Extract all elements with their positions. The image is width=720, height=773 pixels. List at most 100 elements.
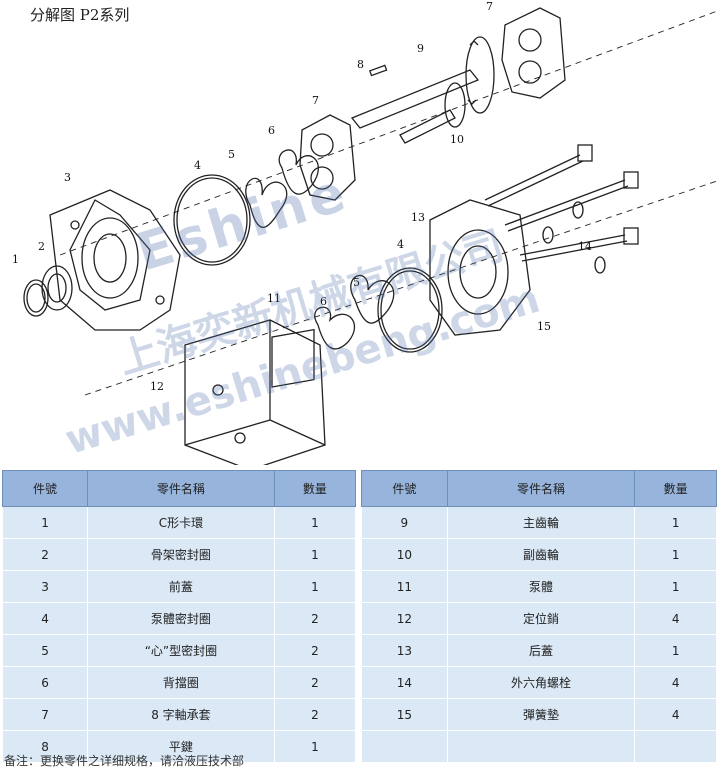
cell-part-name: 彈簧墊 [446, 698, 636, 731]
callout-6a: 6 [268, 124, 275, 137]
header-part-no: 件號 [1, 470, 89, 507]
cell-part-name: 骨架密封圈 [87, 538, 275, 571]
cell-qty [634, 730, 717, 763]
cell-part-name: 8 字軸承套 [87, 698, 275, 731]
axis-line-upper [59, 9, 720, 256]
callout-11: 11 [267, 292, 281, 305]
spring-washer-part [542, 201, 606, 274]
cell-part-name: 泵體密封圈 [87, 602, 275, 635]
cell-part-name: 主齒輪 [446, 506, 636, 539]
table-row [361, 730, 717, 763]
header-part-name: 零件名稱 [446, 470, 636, 507]
callout-4b: 4 [397, 238, 404, 251]
callout-10: 10 [450, 133, 464, 146]
cell-qty: 1 [634, 506, 717, 539]
backup-ring-part [278, 149, 319, 195]
cell-part-no: 10 [361, 538, 448, 571]
header-qty: 數量 [273, 470, 357, 507]
callout-7b: 7 [486, 0, 493, 13]
cell-qty: 2 [273, 602, 357, 635]
cell-qty: 1 [634, 538, 717, 571]
driven-gear-part [399, 82, 466, 144]
main-gear-part [350, 36, 495, 129]
axis-line-lower [84, 179, 720, 396]
cell-part-name: C形卡環 [87, 506, 275, 539]
front-cover-part [49, 189, 181, 331]
footnote: 备注：更换零件之详细规格，请洽液压技术部 [4, 754, 245, 768]
cell-qty: 1 [273, 570, 357, 603]
bearing-block-part-2 [501, 7, 566, 99]
cell-part-no: 4 [1, 602, 89, 635]
cell-part-no [361, 730, 448, 763]
cell-qty: 1 [634, 570, 717, 603]
cell-part-name [446, 730, 636, 763]
cell-part-no: 5 [1, 634, 89, 667]
pump-body-part [184, 319, 326, 465]
cell-qty: 2 [273, 634, 357, 667]
callout-13: 13 [411, 211, 425, 224]
cell-part-name: 泵體 [446, 570, 636, 603]
heart-seal-part [245, 177, 288, 228]
header-qty: 數量 [634, 470, 717, 507]
cell-part-name: “心”型密封圈 [87, 634, 275, 667]
exploded-view-diagram: 1 2 3 4 5 6 7 7 8 9 10 11 6 5 4 12 13 14… [12, 0, 720, 465]
callout-5b: 5 [353, 276, 360, 289]
cell-part-no: 1 [1, 506, 89, 539]
cell-part-no: 8 [1, 730, 89, 763]
callout-4a: 4 [194, 159, 201, 172]
cell-part-no: 11 [361, 570, 448, 603]
cell-part-no: 7 [1, 698, 89, 731]
cell-qty: 1 [634, 634, 717, 667]
cell-part-name: 外六角螺栓 [446, 666, 636, 699]
header-part-name: 零件名稱 [87, 470, 275, 507]
callout-14: 14 [578, 240, 592, 253]
cell-qty: 2 [273, 698, 357, 731]
cell-qty: 4 [634, 602, 717, 635]
callout-8: 8 [357, 58, 364, 71]
bearing-block-part [299, 114, 356, 201]
cell-qty: 1 [273, 506, 357, 539]
cell-part-no: 9 [361, 506, 448, 539]
backup-ring-part-2 [314, 306, 355, 350]
body-seal-part-2 [377, 267, 443, 353]
key-part [368, 64, 388, 77]
hex-bolt-part [484, 144, 639, 262]
header-part-no: 件號 [361, 470, 448, 507]
cell-part-name: 副齒輪 [446, 538, 636, 571]
cell-qty: 2 [273, 666, 357, 699]
callout-7a: 7 [312, 94, 319, 107]
callout-3: 3 [64, 171, 71, 184]
heart-seal-part-2 [350, 274, 395, 324]
callout-15: 15 [537, 320, 551, 333]
cell-part-name: 后蓋 [446, 634, 636, 667]
rear-cover-part [429, 199, 531, 336]
cell-part-no: 13 [361, 634, 448, 667]
cell-qty: 1 [273, 730, 357, 763]
callout-6b: 6 [320, 295, 327, 308]
cell-part-no: 14 [361, 666, 448, 699]
c-ring-part [23, 279, 49, 317]
cell-part-name: 背擋圈 [87, 666, 275, 699]
cell-part-no: 2 [1, 538, 89, 571]
callout-1: 1 [12, 253, 19, 266]
callout-2: 2 [38, 240, 45, 253]
callout-12: 12 [150, 380, 164, 393]
cell-qty: 1 [273, 538, 357, 571]
cell-part-no: 12 [361, 602, 448, 635]
